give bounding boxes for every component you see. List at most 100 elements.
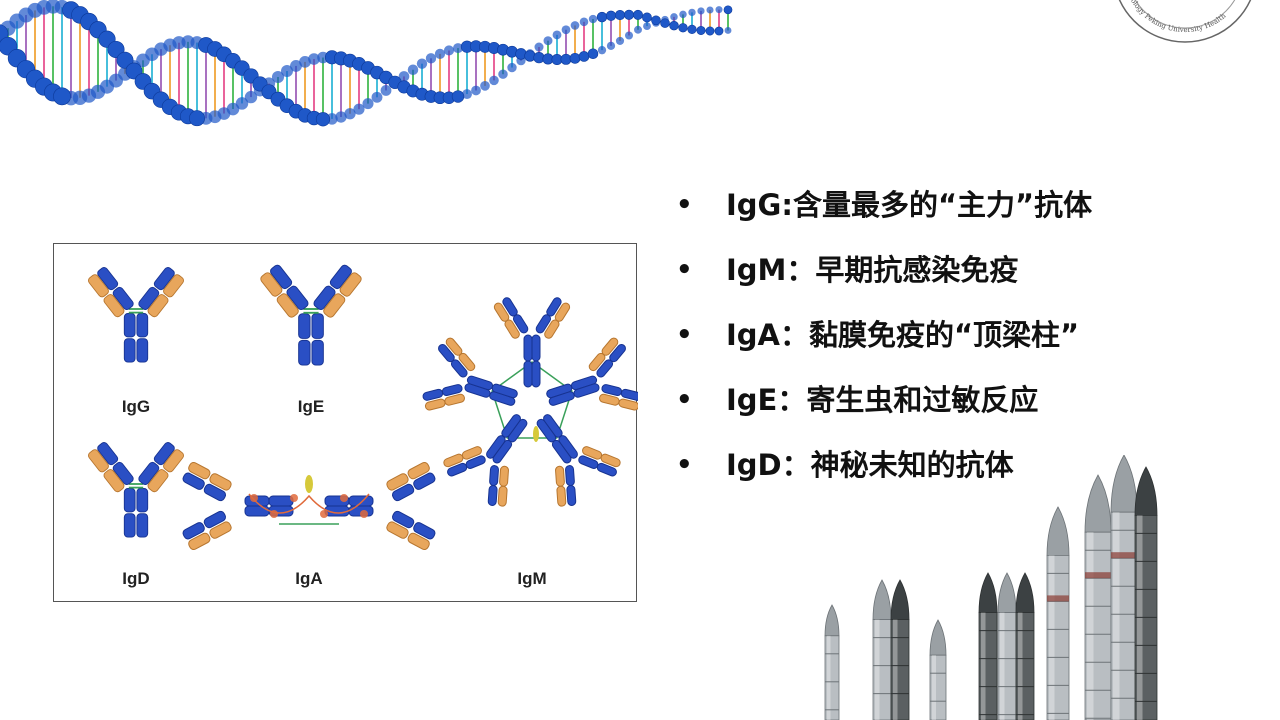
dna-bead	[678, 23, 688, 33]
dna-bead	[299, 55, 311, 68]
dna-bead	[498, 69, 508, 79]
dna-bead	[614, 9, 626, 21]
dna-bead	[688, 8, 696, 17]
dna-bead	[353, 103, 365, 115]
dna-bead	[398, 71, 410, 82]
bullet-marker: •	[676, 255, 693, 285]
bullet-text: IgA：黏膜免疫的“顶梁柱”	[726, 318, 1080, 352]
rocket	[1110, 455, 1138, 720]
dna-bead	[244, 90, 258, 104]
antibody-diagram	[87, 264, 638, 551]
rocket	[997, 572, 1017, 720]
dna-bead	[623, 9, 635, 20]
dna-bead	[642, 12, 652, 23]
dna-bead	[670, 13, 678, 21]
dna-bead	[696, 25, 706, 36]
dna-bead	[714, 26, 724, 36]
dna-bead	[416, 58, 428, 69]
dna-bead	[578, 51, 590, 62]
bullet-marker: •	[676, 190, 693, 220]
dna-bead	[489, 75, 499, 86]
antibody-igd	[87, 442, 185, 538]
dna-bead	[579, 17, 589, 27]
bullet-text: IgD：神秘未知的抗体	[726, 448, 1014, 482]
dna-bead	[315, 112, 331, 127]
rocket	[1134, 466, 1158, 720]
label-ige: IgE	[297, 397, 325, 416]
dna-bead	[335, 111, 347, 123]
dna-bead	[308, 53, 320, 65]
label-igd: IgD	[122, 569, 150, 588]
bullet-marker: •	[676, 320, 693, 350]
dna-bead	[715, 6, 723, 14]
rocket	[929, 619, 947, 720]
dna-bead	[235, 97, 249, 110]
dna-bead	[633, 9, 643, 20]
rocket	[824, 604, 840, 720]
rocket	[1046, 506, 1070, 720]
dna-bead	[271, 70, 285, 84]
dna-bead	[281, 65, 293, 78]
antibody-iga	[182, 461, 436, 551]
dna-bead	[723, 5, 733, 15]
dna-bead	[561, 25, 571, 35]
dna-bead	[434, 48, 446, 59]
dna-bead	[597, 45, 607, 55]
dna-bead	[570, 21, 580, 30]
dna-bead	[552, 30, 562, 40]
antibody-ige	[260, 264, 362, 366]
bullet-text: IgE：寄生虫和过敏反应	[726, 383, 1039, 417]
dna-bead	[471, 85, 481, 96]
dna-bead	[615, 36, 625, 45]
dna-bead	[724, 27, 732, 34]
antibody-igg	[87, 267, 185, 363]
bullet-item: •IgM：早期抗感染免疫	[676, 248, 1092, 313]
bullet-item: • IgA：黏膜免疫的“顶梁柱”	[676, 313, 1092, 378]
bullet-item: • IgG:含量最多的“主力”抗体	[676, 183, 1092, 248]
dna-bead	[560, 53, 572, 65]
dna-bead	[587, 48, 599, 59]
dna-bead	[226, 102, 240, 116]
bullet-marker: •	[676, 385, 693, 415]
dna-bead	[451, 90, 465, 103]
dna-bead	[706, 6, 714, 14]
rocket	[872, 579, 892, 720]
dna-bead	[605, 10, 617, 21]
rocket-lineup-illustration	[824, 455, 1158, 720]
rocket	[1084, 474, 1112, 720]
dna-bead	[371, 91, 383, 103]
dna-bead	[679, 10, 687, 19]
bullet-item: • IgD：神秘未知的抗体	[676, 443, 1092, 508]
dna-bead	[705, 26, 715, 36]
dna-bead	[596, 11, 608, 23]
antibody-classes-figure: IgG IgE IgD IgA IgM	[53, 243, 638, 602]
dna-bead	[624, 31, 634, 40]
dna-bead	[651, 15, 661, 26]
bullet-marker: •	[676, 450, 693, 480]
dna-bead	[606, 41, 616, 50]
antibody-bullet-list: • IgG:含量最多的“主力”抗体 •IgM：早期抗感染免疫 • IgA：黏膜免疫的…	[676, 183, 1092, 508]
dna-bead	[344, 108, 356, 120]
bullet-text: IgG:含量最多的“主力”抗体	[726, 188, 1093, 222]
dna-bead	[290, 59, 302, 72]
dna-bead	[660, 18, 670, 28]
dna-bead	[569, 52, 581, 64]
dna-bead	[697, 7, 705, 15]
dna-bead	[669, 20, 679, 31]
dna-bead	[443, 45, 455, 56]
antibody-igm	[422, 297, 638, 507]
dna-bead	[425, 53, 437, 64]
dna-helix-decoration	[0, 0, 733, 127]
dna-bead	[634, 25, 642, 34]
dna-bead	[362, 98, 374, 110]
rocket	[890, 579, 910, 720]
dna-bead	[687, 24, 697, 34]
dna-bead	[507, 62, 517, 73]
dna-bead	[380, 85, 392, 96]
dna-bead	[462, 89, 472, 100]
dna-bead	[452, 43, 464, 54]
label-iga: IgA	[295, 569, 323, 588]
dna-bead	[588, 14, 598, 24]
dna-bead	[543, 36, 553, 46]
